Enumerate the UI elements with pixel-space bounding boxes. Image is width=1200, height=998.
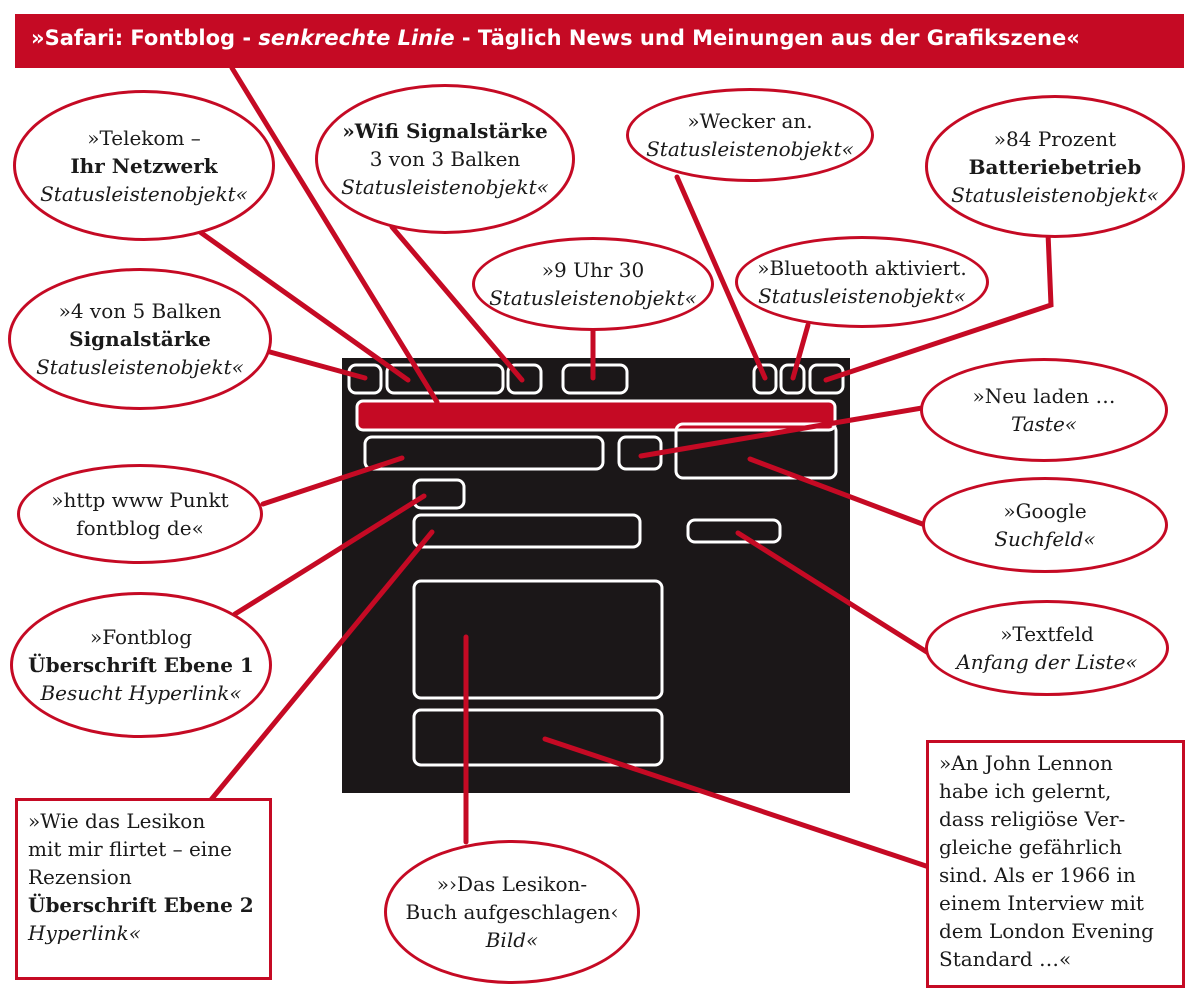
annotation-line: Statusleistenobjekt«	[36, 355, 244, 379]
leader-bluetooth	[790, 322, 811, 381]
annotation-wifi: »Wifi Signalstärke 3 von 3 Balken Status…	[315, 84, 575, 234]
heading-fontblog[interactable]	[412, 513, 642, 549]
annotation-line: »An John Lennon	[939, 751, 1113, 775]
annotation-line: Überschrift Ebene 2	[28, 893, 254, 917]
leader-google	[747, 456, 928, 528]
annotation-line: sind. Als er 1966 in	[939, 863, 1136, 887]
annotation-textfeld: »Textfeld Anfang der Liste«	[925, 600, 1169, 696]
page-title: »Safari: Fontblog - senkrechte Linie - T…	[15, 14, 1184, 68]
annotation-line: Anfang der Liste«	[956, 650, 1138, 674]
annotation-line: Suchfeld«	[994, 527, 1096, 551]
annotation-line: Statusleistenobjekt«	[341, 175, 549, 199]
annotation-line: Rezension	[28, 865, 132, 889]
content-small-link[interactable]	[412, 478, 466, 510]
annotation-line: »9 Uhr 30	[541, 258, 645, 282]
annotation-line: Signalstärke	[69, 327, 211, 351]
leader-signal	[267, 349, 368, 381]
annotation-line: »Telekom –	[87, 125, 201, 150]
url-field[interactable]	[363, 435, 605, 471]
image-block	[412, 579, 664, 700]
annotation-line: »Wie das Lesikon	[28, 809, 206, 833]
annotation-line: dem London Evening	[939, 919, 1154, 943]
annotation-line: einem Interview mit	[939, 891, 1144, 915]
annotation-line: »›Das Lesikon-	[436, 872, 588, 896]
title-italic: senkrechte Linie	[258, 26, 455, 50]
leader-wifi	[389, 224, 525, 383]
status-carrier	[385, 363, 505, 395]
annotation-line: »4 von 5 Balken	[58, 299, 222, 323]
annotation-line: »Textfeld	[1000, 622, 1094, 646]
annotation-google: »Google Suchfeld«	[922, 477, 1168, 573]
annotation-line: dass religiöse Ver-	[939, 807, 1126, 831]
annotation-line: 3 von 3 Balken	[369, 147, 521, 171]
status-battery	[808, 363, 845, 395]
annotation-line: Hyperlink«	[28, 921, 141, 945]
annotation-line: Standard …«	[939, 947, 1072, 971]
annotation-wecker: »Wecker an. Statusleistenobjekt«	[626, 88, 874, 182]
annotation-line: Ihr Netzwerk	[70, 153, 218, 178]
annotation-line: Statusleistenobjekt«	[758, 284, 966, 308]
annotation-line: »Google	[1003, 499, 1087, 523]
leader-reload	[638, 405, 925, 459]
status-bluetooth	[779, 363, 806, 395]
leader-telekom	[197, 229, 411, 383]
browser-title-bar	[355, 399, 837, 432]
heading-review-block[interactable]	[412, 708, 664, 767]
annotation-line: Überschrift Ebene 1	[28, 653, 254, 677]
leader-lines	[197, 65, 1054, 869]
leader-textfeld	[735, 530, 933, 657]
leader-fontblog	[232, 493, 427, 617]
annotation-battery: »84 Prozent Batteriebetrieb Statusleiste…	[925, 95, 1185, 238]
annotation-line: »http www Punkt	[51, 488, 229, 512]
annotation-lesikon-review: »Wie das Lesikon mit mir flirtet – eine …	[15, 798, 272, 980]
leader-battery	[823, 230, 1054, 383]
status-alarm	[752, 363, 778, 395]
annotation-line: »Bluetooth aktiviert.	[757, 256, 967, 280]
leader-wecker	[674, 174, 768, 381]
status-wifi	[506, 363, 543, 395]
annotation-fontblog: »Fontblog Überschrift Ebene 1 Besucht Hy…	[10, 592, 272, 738]
annotation-line: »84 Prozent	[993, 126, 1117, 151]
leader-url	[260, 455, 405, 507]
annotation-line: »Wecker an.	[687, 109, 813, 133]
annotation-url: »http www Punkt fontblog de«	[17, 464, 263, 564]
annotation-bluetooth: »Bluetooth aktiviert. Statusleistenobjek…	[735, 236, 989, 328]
title-suffix: - Täglich News und Meinungen aus der Gra…	[454, 26, 1080, 50]
annotation-lesikon-book: »›Das Lesikon- Buch aufgeschlagen‹ Bild«	[384, 840, 640, 984]
annotation-line: mit mir flirtet – eine	[28, 837, 232, 861]
annotation-line: »Neu laden …	[972, 384, 1116, 408]
annotation-line: Taste«	[1010, 412, 1078, 436]
annotation-time: »9 Uhr 30 Statusleistenobjekt«	[472, 237, 714, 331]
leader-review	[207, 529, 435, 804]
annotation-line: Batteriebetrieb	[968, 154, 1142, 179]
leader-title	[229, 65, 440, 405]
annotation-line: habe ich gelernt,	[939, 779, 1112, 803]
annotation-lennon: »An John Lennon habe ich gelernt, dass r…	[926, 740, 1185, 988]
title-prefix: »Safari: Fontblog -	[31, 26, 259, 50]
annotation-line: gleiche gefährlich	[939, 835, 1122, 859]
annotation-line: Statusleistenobjekt«	[646, 137, 854, 161]
status-signal-bars	[347, 363, 383, 395]
annotation-telekom: »Telekom – Ihr Netzwerk Statusleistenobj…	[13, 90, 275, 241]
annotation-line: »Fontblog	[89, 625, 193, 649]
leader-lennon	[542, 736, 929, 869]
annotation-line: Statusleistenobjekt«	[40, 181, 248, 206]
annotation-line: Besucht Hyperlink«	[40, 681, 242, 705]
annotation-signal: »4 von 5 Balken Signalstärke Statusleist…	[8, 268, 272, 410]
text-field[interactable]	[686, 518, 782, 544]
annotation-line: Bild«	[485, 928, 539, 952]
annotation-reload: »Neu laden … Taste«	[920, 358, 1168, 462]
annotation-line: Statusleistenobjekt«	[951, 182, 1159, 207]
annotation-line: »Wifi Signalstärke	[342, 119, 548, 143]
annotation-line: Buch aufgeschlagen‹	[405, 900, 619, 924]
annotation-line: Statusleistenobjekt«	[489, 286, 697, 310]
annotation-line: fontblog de«	[76, 516, 204, 540]
